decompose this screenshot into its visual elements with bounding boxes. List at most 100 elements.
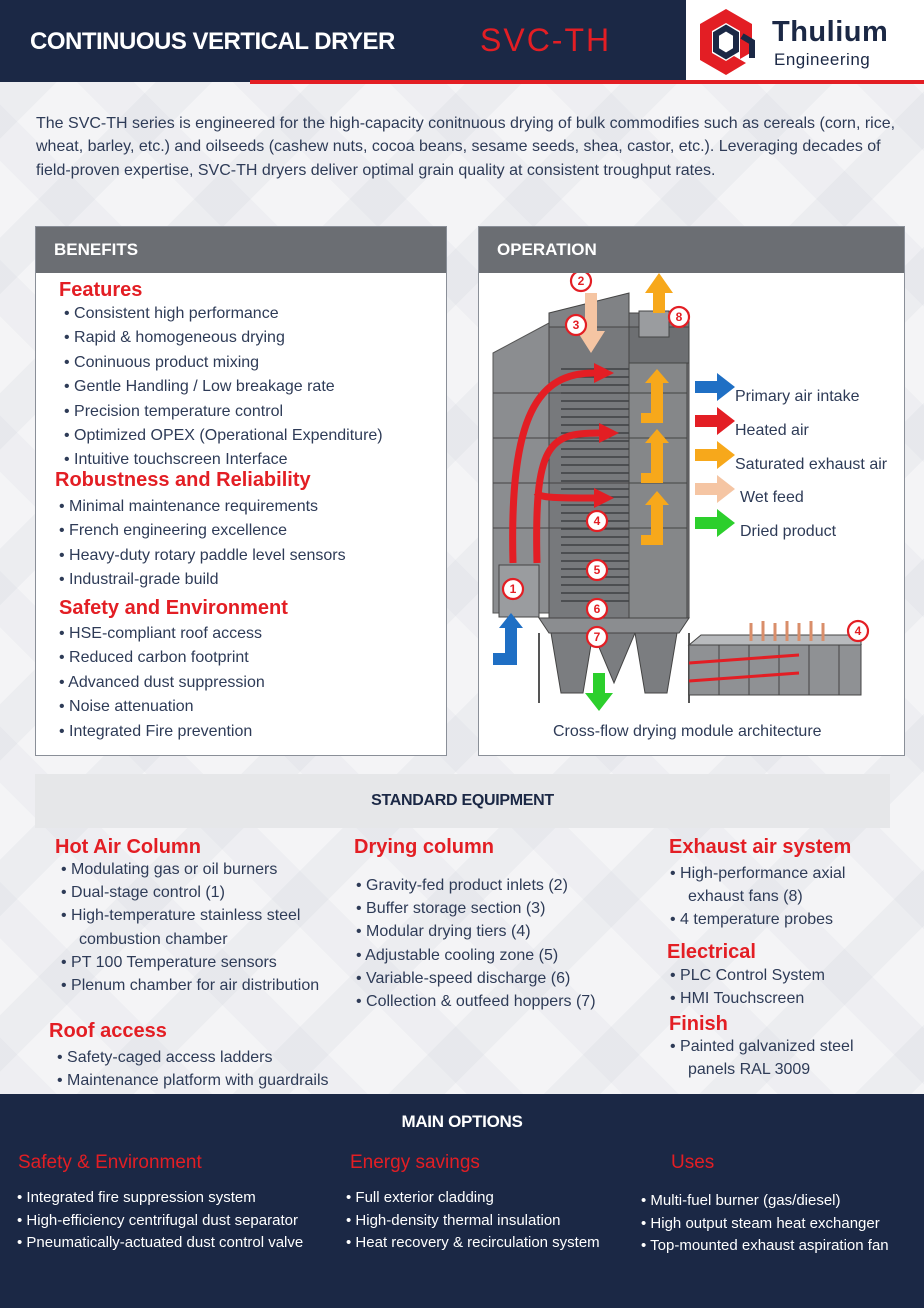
list-item: Top-mounted exhaust aspiration fan [641,1235,911,1258]
list-item: Heat recovery & recirculation system [346,1232,646,1255]
list-item: Multi-fuel burner (gas/diesel) [641,1190,911,1213]
logo-name: Thulium [772,16,889,48]
list-item: Advanced dust suppression [59,671,265,695]
heated-air-flow [509,369,595,564]
main-options-heading: MAIN OPTIONS [401,1112,523,1131]
legend-primary-air: Primary air intake [735,388,860,405]
list-item: PT 100 Temperature sensors [55,951,345,974]
list-item: Consistent high performance [64,302,383,326]
list-item: Gravity-fed product inlets (2) [350,874,650,897]
list-item: Maintenance platform with guardrails [51,1069,391,1092]
hot-air-column-list: Modulating gas or oil burners Dual-stage… [55,858,345,997]
finish-list: Painted galvanized steel panels RAL 3009 [664,1035,904,1081]
list-item: High-efficiency centrifugal dust separat… [17,1210,347,1233]
list-item: PLC Control System [664,964,904,987]
intro-text: The SVC-TH series is engineered for the … [36,115,896,179]
legend-dried-product: Dried product [740,523,837,540]
list-item: Minimal maintenance requirements [59,495,346,519]
list-item: French engineering excellence [59,519,346,543]
list-item: Industrail-grade build [59,568,346,592]
robustness-title: Robustness and Reliability [55,469,311,491]
marker-6: 6 [585,597,609,621]
list-item: HSE-compliant roof access [59,622,265,646]
features-title: Features [59,279,143,301]
company-logo: Thulium Engineering [686,0,924,82]
legend-arrows [695,373,735,537]
exhaust-system-list: High-performance axial exhaust fans (8) … [664,862,904,932]
svg-text:3: 3 [573,318,580,332]
list-item: Rapid & homogeneous drying [64,326,383,350]
exhaust-air-arrows [641,273,673,545]
wet-feed-arrow [577,293,605,353]
operation-heading: OPERATION [479,227,904,273]
list-item: Buffer storage section (3) [350,897,650,920]
electrical-title: Electrical [667,941,756,963]
svg-text:4: 4 [594,514,601,528]
dryer-diagram: 1 2 3 4 5 6 7 8 [492,273,870,711]
list-item: Modulating gas or oil burners [55,858,345,881]
list-item: Painted galvanized steel panels RAL 3009 [664,1035,904,1081]
list-item: Optimized OPEX (Operational Expenditure) [64,424,383,448]
hopper-right [634,632,678,694]
list-item: Adjustable cooling zone (5) [350,944,650,967]
safety-title: Safety and Environment [59,597,288,619]
electrical-list: PLC Control System HMI Touchscreen [664,964,904,1010]
options-safety-list: Integrated fire suppression system High-… [17,1187,347,1255]
marker-2: 2 [569,273,593,293]
page-title: CONTINUOUS VERTICAL DRYER [30,28,395,55]
benefits-heading: BENEFITS [36,227,446,273]
page-header: CONTINUOUS VERTICAL DRYER SVC-TH Thulium… [0,0,924,82]
svg-text:2: 2 [578,274,585,288]
legend-heated-air: Heated air [735,422,809,439]
list-item: Coninuous product mixing [64,351,383,375]
marker-4: 4 [585,509,609,533]
svg-text:5: 5 [594,563,601,577]
list-item: Full exterior cladding [346,1187,646,1210]
diagram-caption: Cross-flow drying module architecture [553,723,822,740]
roof-access-list: Safety-caged access ladders Maintenance … [51,1046,391,1092]
list-item: Integrated Fire prevention [59,720,265,744]
list-item: Variable-speed discharge (6) [350,967,650,990]
list-item: Noise attenuation [59,695,265,719]
list-item: Precision temperature control [64,400,383,424]
list-item: Modular drying tiers (4) [350,920,650,943]
exhaust-system-title: Exhaust air system [669,836,852,858]
list-item: Integrated fire suppression system [17,1187,347,1210]
legend-wet-feed: Wet feed [740,489,804,506]
marker-8: 8 [667,305,691,329]
list-item: Collection & outfeed hoppers (7) [350,990,650,1013]
list-item: High-density thermal insulation [346,1210,646,1233]
list-item: Reduced carbon footprint [59,646,265,670]
list-item: 4 temperature probes [664,908,904,931]
list-item: Safety-caged access ladders [51,1046,391,1069]
hot-air-column-title: Hot Air Column [55,836,201,858]
svg-text:7: 7 [594,630,601,644]
safety-list: HSE-compliant roof access Reduced carbon… [59,622,265,744]
list-item: Gentle Handling / Low breakage rate [64,375,383,399]
list-item: Intuitive touchscreen Interface [64,448,383,472]
marker-4-module: 4 [846,619,870,643]
operation-panel: OPERATION [478,226,905,756]
drying-column-title: Drying column [354,836,495,858]
marker-1: 1 [501,577,525,601]
list-item: Plenum chamber for air distribution [55,974,345,997]
svg-text:4: 4 [855,624,862,638]
list-item: High-performance axial exhaust fans (8) [664,862,904,908]
marker-5: 5 [585,558,609,582]
hopper-frame [538,617,690,634]
option-category-energy: Energy savings [350,1152,480,1173]
svg-text:1: 1 [510,582,517,596]
crossflow-module: 4 [687,619,870,696]
svg-text:8: 8 [676,310,683,324]
robustness-list: Minimal maintenance requirements French … [59,495,346,593]
hopper-left [550,632,594,694]
standard-equipment-heading: STANDARD EQUIPMENT [35,774,890,828]
list-item: Dual-stage control (1) [55,881,345,904]
benefits-panel: BENEFITS Features Consistent high perfor… [35,226,447,756]
marker-3: 3 [564,313,588,337]
option-category-uses: Uses [671,1152,715,1173]
model-name: SVC-TH [480,22,612,58]
list-item: Heavy-duty rotary paddle level sensors [59,544,346,568]
primary-air-intake-arrow [493,613,523,665]
logo-subtitle: Engineering [774,50,871,69]
